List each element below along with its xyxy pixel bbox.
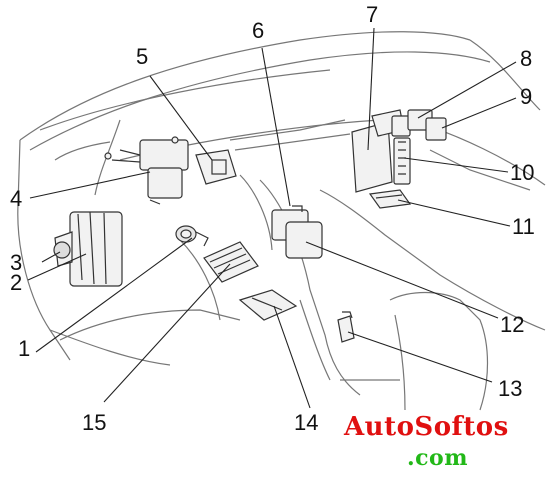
leader-1 [35,237,193,353]
leader-7 [367,27,375,151]
leader-11 [397,199,511,227]
watermark-line2: .com [407,445,469,471]
callout-15: 15 [82,410,107,435]
leader-13 [347,331,493,383]
leader-8 [417,61,517,119]
component-8-9-10 [391,109,447,185]
leader-10 [403,157,509,173]
components [53,109,447,343]
leader-15 [103,263,231,403]
callout-1: 1 [18,336,31,361]
component-13 [337,311,355,343]
callout-6: 6 [252,18,265,43]
callout-11: 11 [512,214,535,239]
component-5 [195,149,237,185]
leader-4 [29,171,151,199]
leader-9 [441,97,517,129]
component-6-12 [271,205,323,259]
leader-6 [261,47,291,207]
component-2-3 [53,211,123,287]
callout-13: 13 [498,376,523,401]
component-14 [238,289,298,321]
callout-7: 7 [366,2,379,27]
callout-10: 10 [510,160,535,185]
callout-3: 3 [10,250,23,275]
callout-8: 8 [520,46,533,71]
leader-lines [27,27,517,409]
callout-9: 9 [520,84,533,109]
callout-14: 14 [294,410,319,435]
component-4 [104,136,189,205]
leader-14 [273,305,311,409]
leader-12 [305,241,499,319]
callout-5: 5 [136,44,149,69]
component-1 [175,225,209,247]
leader-3 [41,251,61,263]
watermark-line1: AutoSoftos [344,412,509,442]
leader-2 [27,253,87,281]
component-11 [368,189,412,209]
callout-2: 2 [10,270,23,295]
callout-4: 4 [10,186,23,211]
component-15 [203,241,259,283]
callout-12: 12 [500,312,525,337]
leader-5 [149,75,213,161]
